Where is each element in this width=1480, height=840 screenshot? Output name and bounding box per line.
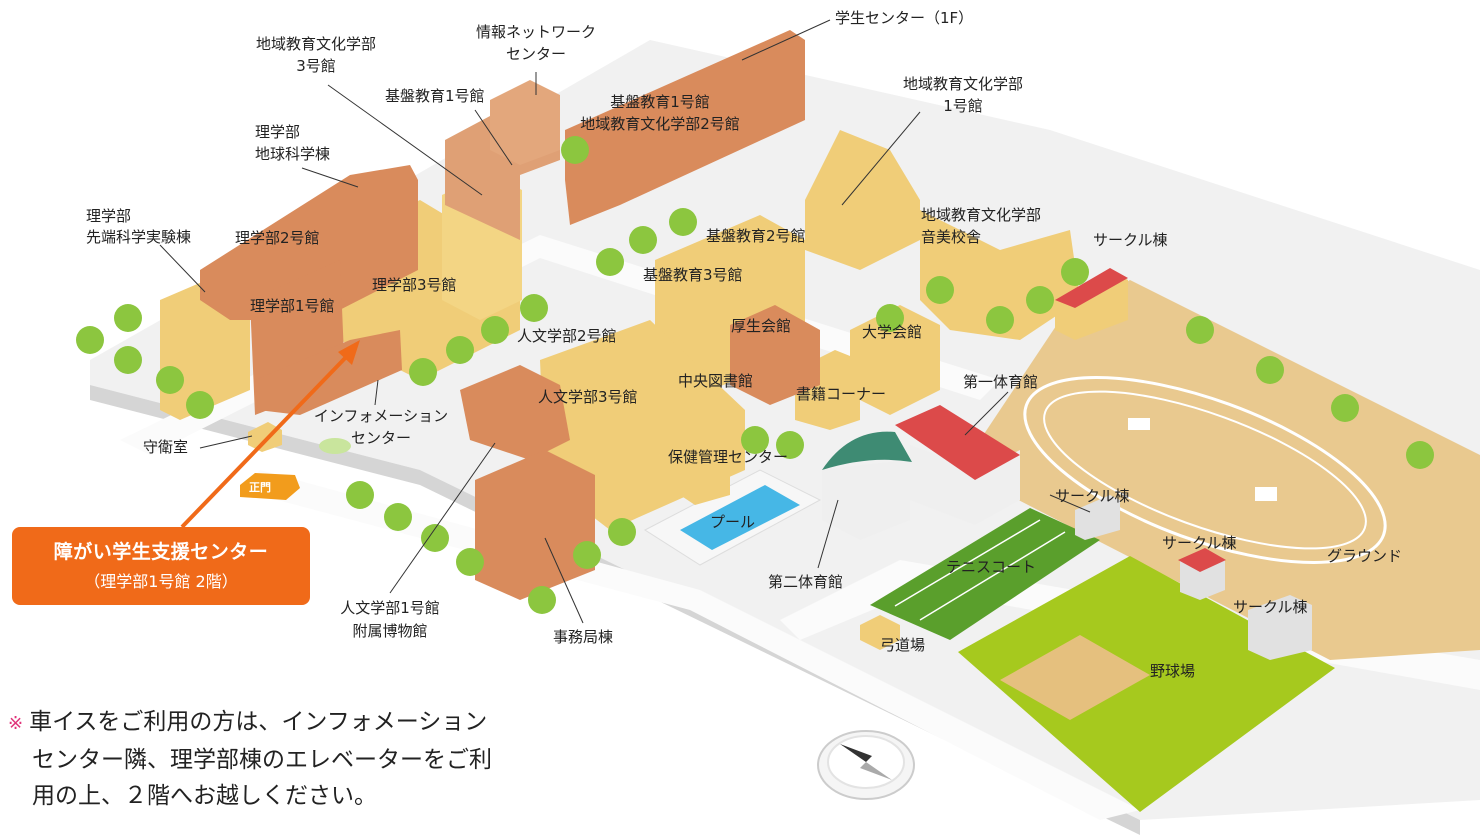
circle-building-roof [1178, 548, 1226, 572]
label-kiban3: 基盤教育3号館 [643, 266, 743, 284]
label-rigaku-sentan: 理学部 [86, 207, 132, 225]
label-circle-3: サークル棟 [1162, 534, 1237, 552]
label-chuo-tosho: 中央図書館 [678, 372, 754, 390]
label-chiiki-ongaku: 地域教育文化学部 [921, 206, 1042, 224]
building-light [850, 305, 940, 415]
label-joho-network-2: センター [505, 45, 567, 63]
building-dark [565, 30, 805, 225]
label-kiban1-left: 基盤教育1号館 [385, 87, 485, 105]
label-rigaku1: 理学部1号館 [250, 297, 335, 315]
road [240, 470, 1140, 820]
tennis-lines [919, 531, 1066, 621]
running-track [1023, 376, 1387, 564]
athletic-ground [960, 280, 1480, 660]
label-pool: プール [710, 513, 756, 531]
label-kyudo: 弓道場 [880, 636, 926, 654]
building-dark [490, 80, 560, 165]
kyudo-building [860, 615, 900, 650]
label-dai2-taiiku: 第二体育館 [768, 573, 844, 591]
label-chiiki1-2: 1号館 [943, 97, 983, 115]
building-dark [200, 165, 418, 320]
callout-subtitle: （理学部1号館 2階） [84, 572, 238, 591]
building-dark [475, 450, 595, 600]
building-dark [730, 305, 820, 405]
label-info-center-2: センター [350, 429, 412, 447]
label-shoseki: 書籍コーナー [796, 385, 887, 403]
wheelchair-note: ※車イスをご利用の方は、インフォメーション センター隣、理学部棟のエレベーターを… [8, 704, 608, 814]
note-mark: ※ [8, 713, 24, 734]
main-gate [240, 473, 300, 500]
gym2-wall [822, 460, 910, 540]
pointer-arrow [180, 340, 360, 529]
label-ground: グラウンド [1327, 547, 1403, 565]
building-light [680, 462, 730, 505]
support-center-callout: 障がい学生支援センター （理学部1号館 2階） [12, 527, 310, 605]
compass [817, 730, 915, 800]
label-rigaku-chikyu-2: 地球科学棟 [255, 145, 331, 163]
label-jinbun3: 人文学部3号館 [538, 388, 638, 406]
label-tennis: テニスコート [946, 558, 1037, 576]
label-hoken: 保健管理センター [668, 448, 789, 466]
label-rigaku-chikyu: 理学部 [255, 123, 301, 141]
label-shueishitsu: 守衛室 [143, 438, 189, 456]
label-rigaku-sentan-2: 先端科学実験棟 [86, 228, 192, 246]
gym2-roof [822, 431, 912, 470]
baseball-field [958, 556, 1335, 812]
label-circle-4: サークル棟 [1233, 598, 1308, 616]
label-kiban1-right: 基盤教育1号館 [610, 93, 710, 111]
goal [1255, 487, 1277, 501]
label-dai1-taiiku: 第一体育館 [963, 373, 1039, 391]
tennis-lines [894, 519, 1041, 607]
running-track-inner [1043, 390, 1367, 550]
label-circle-1: サークル棟 [1093, 231, 1168, 249]
note-line-3: 用の上、２階へお越しください。 [32, 783, 377, 809]
label-kiban1-right-2: 地域教育文化学部2号館 [580, 115, 740, 133]
circle-building-roof [1055, 268, 1128, 308]
label-rigaku2: 理学部2号館 [235, 229, 320, 247]
label-jinbun1: 人文学部1号館 [340, 599, 440, 617]
trees [76, 136, 1434, 614]
callout-title: 障がい学生支援センター [53, 541, 269, 563]
fountain [319, 438, 351, 454]
building-dark [460, 365, 570, 460]
circle-building [1075, 495, 1120, 540]
label-jinbun1-2: 附属博物館 [352, 622, 428, 640]
label-jinbun2: 人文学部2号館 [517, 327, 617, 345]
label-jimukyoku: 事務局棟 [553, 628, 614, 646]
circle-building [1248, 595, 1312, 660]
label-chiiki3: 地域教育文化学部 [255, 35, 377, 53]
gym1-roof [895, 405, 1020, 480]
label-seimon: 正門 [249, 481, 271, 494]
label-yakyu: 野球場 [1150, 662, 1196, 680]
label-gakusei-center: 学生センター（1F） [835, 9, 974, 27]
label-kosei: 厚生会館 [731, 317, 792, 335]
label-chiiki1: 地域教育文化学部 [902, 75, 1024, 93]
pool-water [680, 485, 800, 550]
label-chiiki-ongaku-2: 音美校舎 [921, 228, 982, 246]
label-info-center: インフォメーション [313, 407, 449, 425]
label-joho-network: 情報ネットワーク [475, 23, 597, 41]
baseball-infield [1000, 635, 1150, 720]
building-light [805, 130, 920, 270]
label-circle-2: サークル棟 [1055, 487, 1130, 505]
road [120, 235, 1000, 455]
label-chiiki3-2: 3号館 [296, 57, 336, 75]
tennis-court [870, 508, 1100, 640]
label-daigaku-kaikan: 大学会館 [862, 323, 923, 341]
note-line-2: センター隣、理学部棟のエレベーターをご利 [32, 747, 492, 773]
leader-lines [159, 19, 1091, 624]
label-kiban2: 基盤教育2号館 [706, 227, 806, 245]
goal [1128, 418, 1150, 430]
label-rigaku3: 理学部3号館 [372, 276, 457, 294]
note-line-1: 車イスをご利用の方は、インフォメーション [29, 709, 488, 735]
